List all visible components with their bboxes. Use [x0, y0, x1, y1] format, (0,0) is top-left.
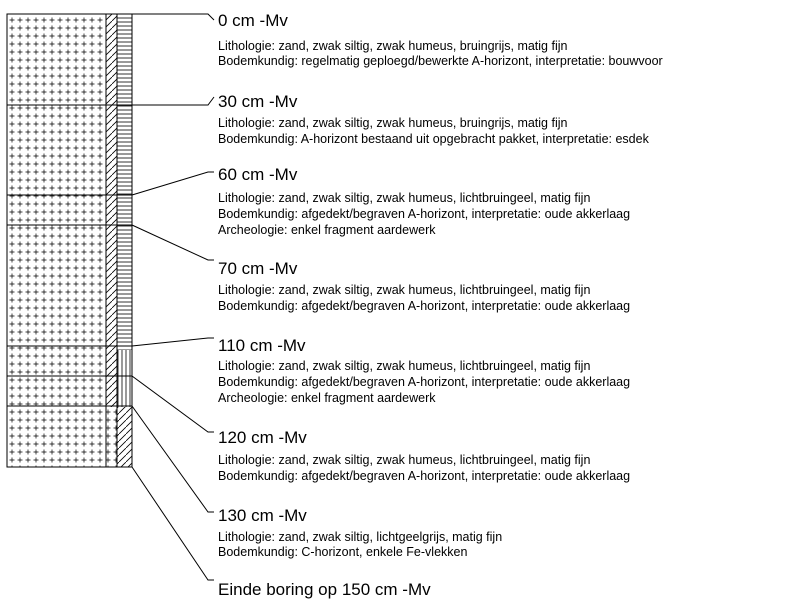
layer-110-lithology: Lithologie: zand, zwak siltig, zwak hume…	[218, 359, 591, 373]
column-outline	[6, 13, 133, 468]
depth-label-30: 30 cm -Mv	[218, 92, 298, 111]
depth-label-130: 130 cm -Mv	[218, 506, 307, 525]
layer-130-lithology: Lithologie: zand, zwak siltig, lichtgeel…	[218, 530, 503, 544]
layer-30-lithology: Lithologie: zand, zwak siltig, zwak hume…	[218, 116, 568, 130]
layer-60-lithology: Lithologie: zand, zwak siltig, zwak hume…	[218, 191, 591, 205]
layer-120-soil: Bodemkundig: afgedekt/begraven A-horizon…	[218, 469, 631, 483]
leader-line-30	[132, 96, 215, 106]
silt-column-hatch-c	[117, 407, 132, 467]
layer-0-lithology: Lithologie: zand, zwak siltig, zwak hume…	[218, 39, 568, 53]
leader-line-120	[131, 375, 214, 433]
lithology-column	[7, 14, 106, 467]
depth-label-110: 110 cm -Mv	[218, 336, 306, 355]
layer-130-soil: Bodemkundig: C-horizont, enkele Fe-vlekk…	[218, 545, 468, 559]
silt-column-hatch-a	[117, 14, 132, 350]
layer-110-archaeology: Archeologie: enkel fragment aardewerk	[218, 391, 436, 405]
end-of-boring-label: Einde boring op 150 cm -Mv	[218, 580, 431, 599]
leader-line-130	[131, 405, 214, 513]
layer-60-soil: Bodemkundig: afgedekt/begraven A-horizon…	[218, 207, 631, 221]
layer-70-soil: Bodemkundig: afgedekt/begraven A-horizon…	[218, 299, 631, 313]
leader-line-70	[131, 224, 214, 261]
silt-column-hatch-b	[117, 350, 132, 407]
leader-line-110	[131, 337, 214, 347]
layer-120-lithology: Lithologie: zand, zwak siltig, zwak hume…	[218, 453, 591, 467]
layer-110-soil: Bodemkundig: afgedekt/begraven A-horizon…	[218, 375, 631, 389]
depth-label-60: 60 cm -Mv	[218, 165, 298, 184]
leader-line-60	[131, 171, 214, 196]
depth-label-120: 120 cm -Mv	[218, 428, 307, 447]
depth-label-0: 0 cm -Mv	[218, 11, 288, 30]
leader-line-end	[131, 466, 214, 581]
humus-column-hatch-b	[106, 407, 117, 467]
humus-column-hatch-a	[106, 14, 117, 407]
leader-line-0	[132, 13, 215, 21]
layer-0-soil: Bodemkundig: regelmatig geploegd/bewerkt…	[218, 54, 663, 68]
layer-70-lithology: Lithologie: zand, zwak siltig, zwak hume…	[218, 283, 591, 297]
layer-60-archaeology: Archeologie: enkel fragment aardewerk	[218, 223, 436, 237]
depth-label-70: 70 cm -Mv	[218, 259, 298, 278]
layer-30-soil: Bodemkundig: A-horizont bestaand uit opg…	[218, 132, 649, 146]
